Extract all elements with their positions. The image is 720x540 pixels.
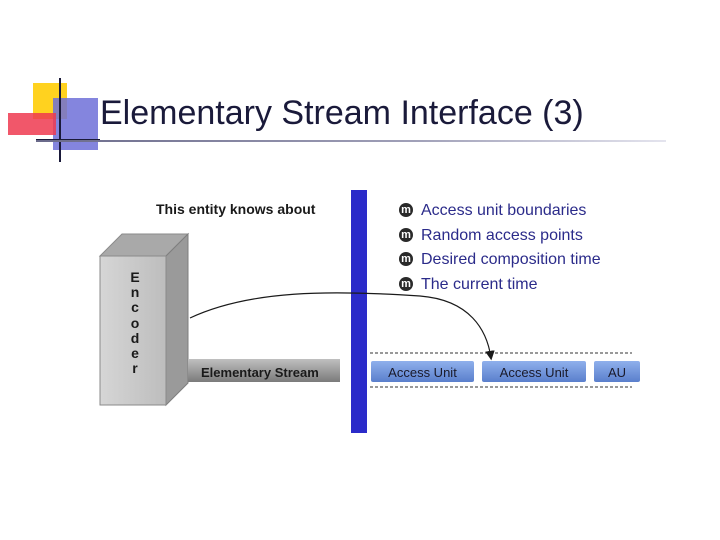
interface-divider-bar (351, 190, 367, 433)
title-underline (36, 140, 666, 142)
encoder-letter: n (130, 284, 140, 301)
encoder-letter: E (130, 269, 140, 285)
bullet-text: The current time (421, 275, 538, 293)
circle-m-bullet-icon: m (399, 252, 413, 266)
knowledge-bullet-list: m Access unit boundaries m Random access… (398, 201, 638, 299)
access-unit-label: Access Unit (388, 365, 457, 380)
encoder-letter: r (132, 360, 138, 377)
elementary-stream-label: Elementary Stream (201, 365, 319, 380)
encoder-label: E n c o d e r (127, 269, 143, 377)
circle-m-bullet-icon: m (399, 276, 413, 291)
access-unit-block (482, 361, 586, 382)
encoder-letter: d (130, 329, 140, 346)
access-unit-block (594, 361, 640, 382)
bullet-item: m Random access points (398, 226, 638, 246)
access-unit-label: AU (607, 365, 627, 380)
slide-title: Elementary Stream Interface (3) (100, 94, 584, 132)
circle-m-bullet-icon: m (399, 203, 413, 217)
bullet-item: m Desired composition time (398, 250, 638, 270)
bullet-text: Desired composition time (421, 251, 601, 268)
logo-squares-icon (8, 78, 100, 162)
encoder-letter: o (130, 314, 140, 331)
elementary-stream-bar (188, 359, 340, 382)
bullet-text: Access unit boundaries (421, 202, 587, 219)
circle-m-bullet-icon: m (399, 227, 413, 242)
bullet-item: m The current time (398, 275, 638, 295)
bullet-item: m Access unit boundaries (398, 201, 638, 221)
encoder-letter: e (131, 345, 139, 362)
encoder-box (98, 232, 190, 407)
access-unit-block (371, 361, 474, 382)
encoder-letter: c (131, 299, 139, 316)
curved-arrow-icon (189, 292, 495, 361)
bullet-text: Random access points (421, 226, 583, 244)
entity-knowledge-label: This entity knows about (156, 201, 316, 217)
access-unit-label: Access Unit (499, 365, 569, 380)
